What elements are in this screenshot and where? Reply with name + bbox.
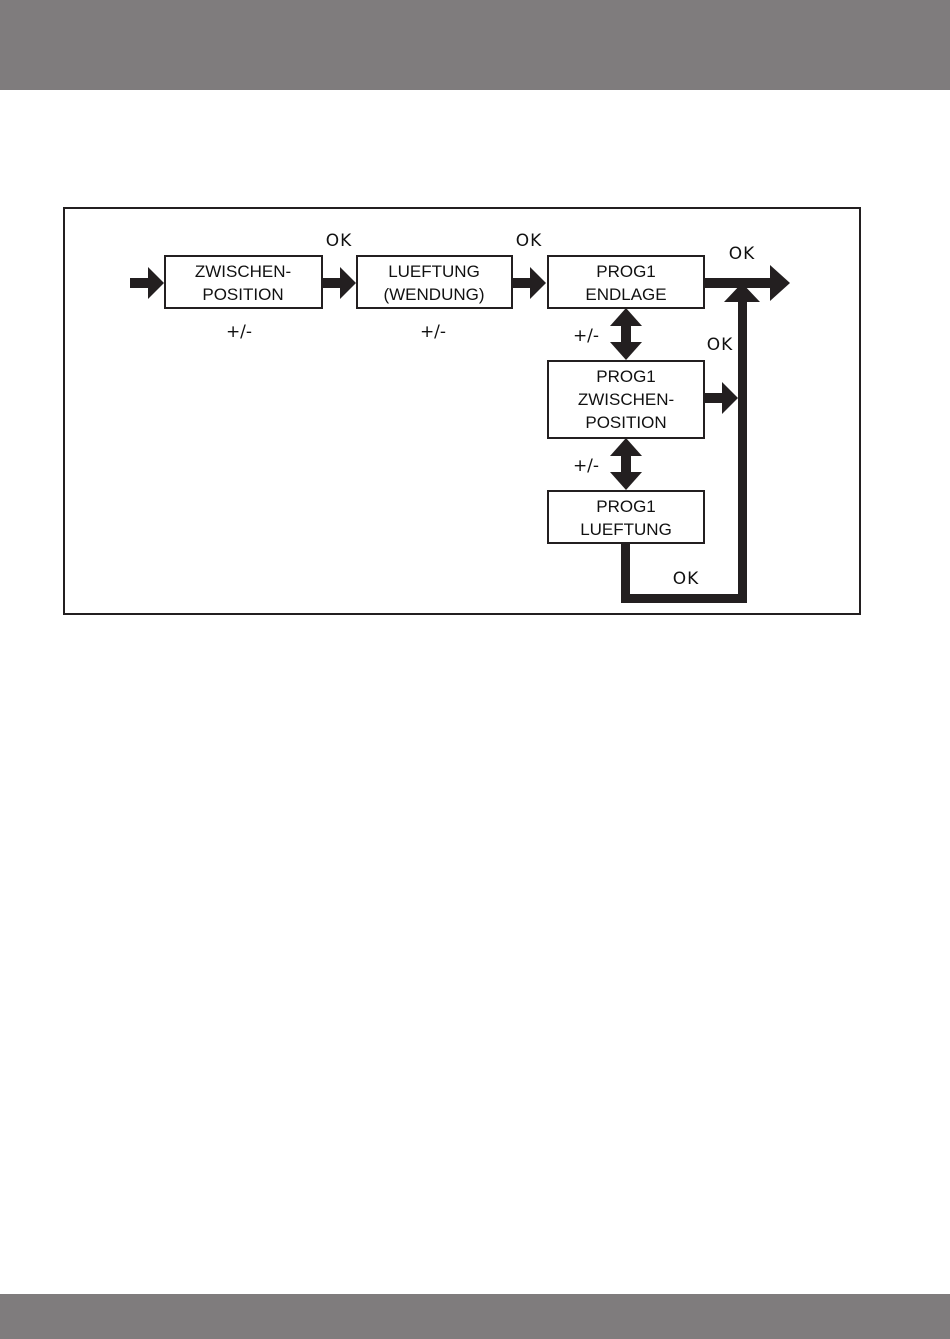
footer-band: [0, 1294, 950, 1339]
pm-label-zwischenposition: +/-: [226, 322, 252, 342]
arrow-prog1-zwischen-to-return: [704, 382, 738, 414]
pm-label-endlage-zwischen: +/-: [573, 326, 599, 346]
return-path: [621, 283, 760, 603]
box-prog1-endlage-line1: PROG1: [596, 262, 656, 281]
pm-label-zwischen-lueftung: +/-: [573, 456, 599, 476]
box-zwischenposition-line1: ZWISCHEN-: [195, 262, 291, 281]
arrow-zwischenposition-to-lueftung: [322, 267, 356, 299]
box-prog1-zwischen-line1: PROG1: [596, 367, 656, 386]
ok-label-2: OK: [516, 231, 543, 251]
ok-label-1: OK: [326, 231, 353, 251]
box-prog1-lueftung-line1: PROG1: [596, 497, 656, 516]
box-lueftung-line1: LUEFTUNG: [388, 262, 480, 281]
box-lueftung-line2: (WENDUNG): [383, 285, 484, 304]
box-prog1-lueftung: PROG1 LUEFTUNG: [548, 491, 704, 543]
arrow-lueftung-to-endlage: [512, 267, 546, 299]
box-prog1-endlage-line2: ENDLAGE: [585, 285, 666, 304]
double-arrow-zwischen-lueftung: [610, 438, 642, 490]
box-prog1-endlage: PROG1 ENDLAGE: [548, 256, 704, 308]
entry-arrow: [130, 267, 164, 299]
box-lueftung-wendung: LUEFTUNG (WENDUNG): [357, 256, 512, 308]
box-prog1-lueftung-line2: LUEFTUNG: [580, 520, 672, 539]
box-prog1-zwischenposition: PROG1 ZWISCHEN- POSITION: [548, 361, 704, 438]
pm-label-lueftung: +/-: [420, 322, 446, 342]
double-arrow-endlage-zwischen: [610, 308, 642, 360]
ok-label-prog1-lueftung: OK: [673, 569, 700, 589]
box-prog1-zwischen-line3: POSITION: [585, 413, 666, 432]
ok-label-exit: OK: [729, 244, 756, 264]
box-zwischenposition-line2: POSITION: [202, 285, 283, 304]
box-zwischenposition: ZWISCHEN- POSITION: [165, 256, 322, 308]
ok-label-prog1-zwischen: OK: [707, 335, 734, 355]
box-prog1-zwischen-line2: ZWISCHEN-: [578, 390, 674, 409]
